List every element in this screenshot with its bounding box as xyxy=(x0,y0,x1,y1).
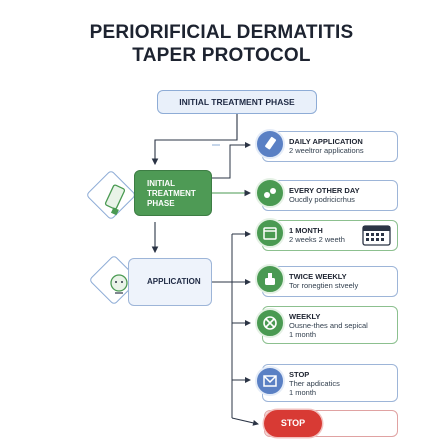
step-subtitle: Tor ronegtien stveely xyxy=(289,281,359,290)
step-subtitle: Ther apdicatics xyxy=(289,379,340,388)
connector-to-daily xyxy=(212,142,251,179)
tube-icon xyxy=(104,184,126,216)
diagram-title-line2: TAPER PROTOCOL xyxy=(132,45,311,66)
application-box[interactable]: APPLICATION xyxy=(128,258,212,306)
hand-icon xyxy=(255,264,285,294)
phase-green-line3: PHASE xyxy=(147,199,175,208)
initial-treatment-phase-header[interactable]: INITIAL TREATMENT PHASE xyxy=(157,90,317,114)
diagram-title-line1: PERIORIFICIAL DERMATITIS xyxy=(89,22,354,43)
calendar-icon xyxy=(255,218,285,248)
envelope-icon xyxy=(255,366,285,396)
step-subtitle: Oucdly podricicrhus xyxy=(289,195,355,204)
step-subtitle-2: 1 month xyxy=(289,330,317,339)
step-subtitle: 2 weeks 2 weeth xyxy=(289,235,345,244)
droplets-icon xyxy=(255,178,285,208)
calendar-icon xyxy=(362,225,391,246)
initial-treatment-phase-box[interactable]: INITIAL TREATMENT PHASE xyxy=(134,170,212,216)
stop-button[interactable]: STOP xyxy=(264,410,322,437)
step-subtitle: 2 weeltror applications xyxy=(289,146,364,155)
phase-green-line2: TREATMENT xyxy=(147,189,196,198)
face-icon xyxy=(110,274,128,294)
step-title: 1 MONTH xyxy=(289,226,323,235)
step-subtitle: Ousne-thes and sepical xyxy=(289,321,368,330)
phase-green-line1: INITIAL xyxy=(147,179,175,188)
step-title: STOP xyxy=(289,370,310,379)
connector-to-stop-button xyxy=(231,417,259,426)
tube-icon xyxy=(255,129,285,159)
step-subtitle-2: 1 month xyxy=(289,388,317,397)
step-title: EVERY OTHER DAY xyxy=(289,186,360,195)
step-title: DAILY APPLICATION xyxy=(289,137,363,146)
step-stop[interactable]: STOP Ther apdicatics 1 month xyxy=(262,364,398,402)
connector-top-to-green xyxy=(151,114,238,166)
no-icon xyxy=(255,308,285,338)
step-title: WEEKLY xyxy=(289,312,321,321)
step-title: TWICE WEEKLY xyxy=(289,272,347,281)
